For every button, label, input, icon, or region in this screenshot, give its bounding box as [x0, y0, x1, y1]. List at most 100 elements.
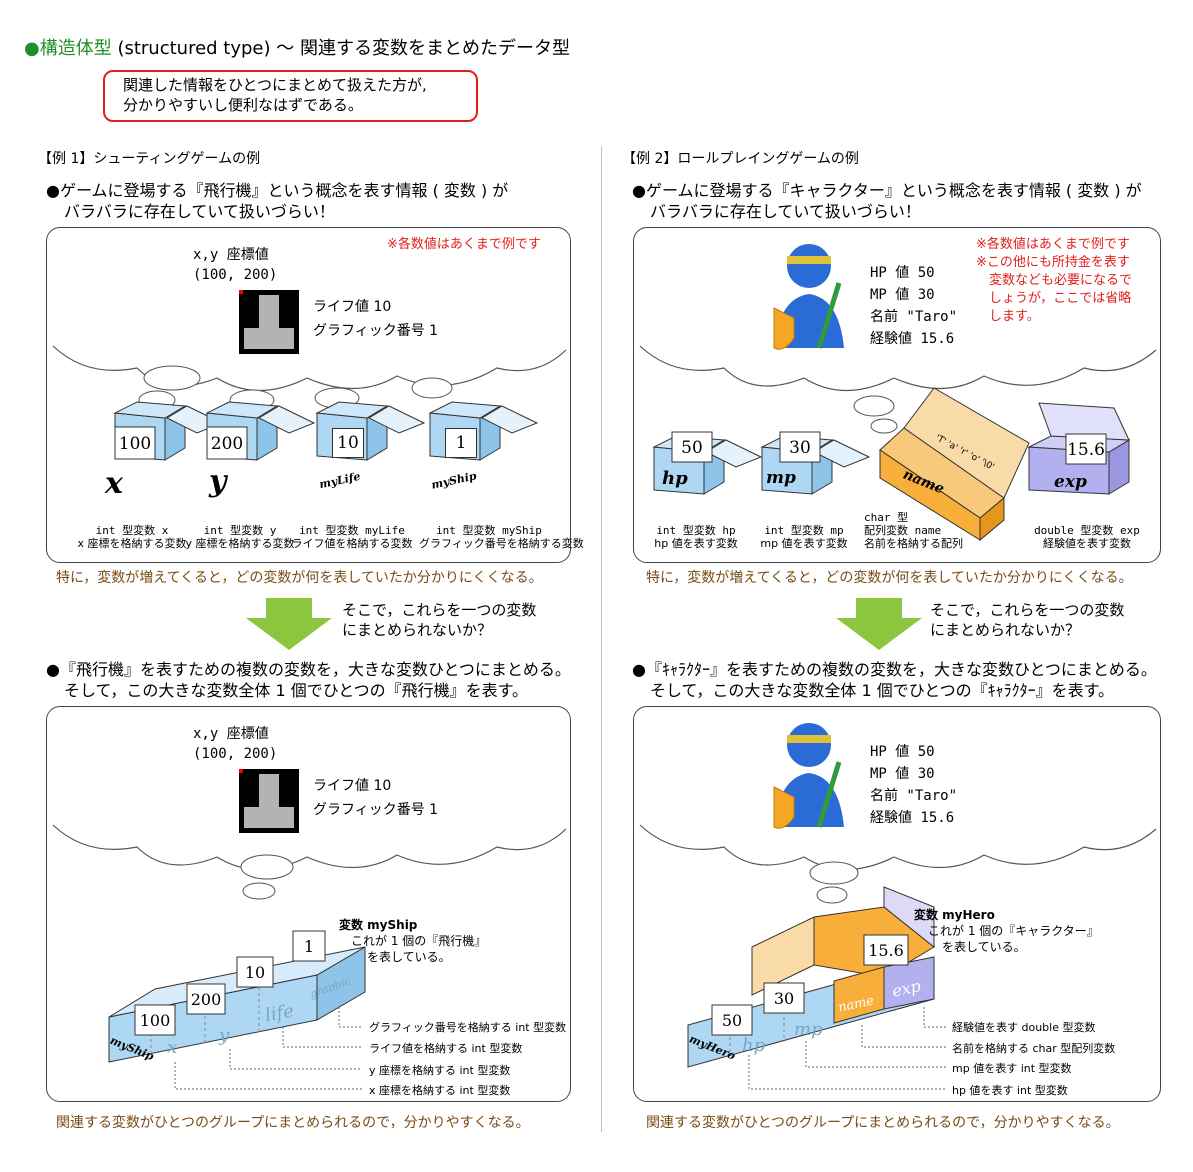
right-heading: 【例 2】ロールプレイングゲームの例	[622, 151, 859, 167]
right-leader-lines	[748, 1007, 946, 1090]
thought-puff	[240, 854, 294, 880]
field-hp-name: hp	[742, 1035, 766, 1056]
thought-puff	[853, 395, 895, 417]
right-problem-art	[639, 244, 1157, 542]
field-exp-value: 15.6	[868, 941, 904, 960]
left-bullet-1: ●ゲームに登場する『飛行機』という概念を表す情報 ( 変数 ) が バラバラに存…	[46, 180, 508, 222]
hero-figure-icon	[773, 244, 844, 350]
box-hp-name: hp	[662, 468, 688, 489]
sword-icon	[816, 282, 842, 349]
box-mp	[760, 431, 871, 495]
field-y-desc: y 座標を格納する int 型変数	[369, 1064, 511, 1077]
box-x-value: 100	[118, 434, 152, 454]
right-result-text: 関連する変数がひとつのグループにまとめられるので，分かりやすくなる。	[646, 1115, 1120, 1131]
left-bullet-1-line-2: バラバラに存在していて扱いづらい！	[64, 202, 335, 221]
field-life-value: 10	[244, 963, 266, 982]
shield-icon	[773, 786, 795, 829]
left-arrow-text: そこで，これらを一つの変数にまとめられないか？	[342, 601, 537, 639]
left-solution-art	[52, 769, 567, 1090]
callout-line-1: 関連した情報をひとつにまとめて扱えた方が,	[123, 76, 427, 94]
left-solution-panel: x,y 座標値 (100, 200) ライフ値 10 グラフィック番号 1 変数…	[46, 706, 571, 1102]
shield-icon	[773, 307, 795, 350]
name-label: 名前 "Taro"	[870, 309, 958, 325]
hp-label: HP 値 50	[870, 265, 935, 281]
left-graphic-label: グラフィック番号 1	[313, 323, 439, 339]
struct-myship-box	[108, 930, 366, 1063]
right-bullet-2: ●『ｷｬﾗｸﾀｰ』を表すための複数の変数を，大きな変数ひとつにまとめる。 そして…	[632, 659, 1157, 701]
title-rest: (structured type) 〜 関連する変数をまとめたデータ型	[111, 38, 570, 59]
left-life-label: ライフ値 10	[313, 299, 392, 315]
field-hp-value: 50	[721, 1011, 743, 1030]
right-down-arrow	[836, 598, 922, 650]
box-hp-value: 50	[681, 438, 703, 458]
right-bullet-2-line-2: そして，この大きな変数全体 1 個でひとつの『ｷｬﾗｸﾀｰ』を表す。	[650, 681, 1115, 700]
box-name	[879, 387, 1030, 542]
box-x	[113, 401, 224, 461]
left-bullet-2-line-1: ●『飛行機』を表すための複数の変数を，大きな変数ひとつにまとめる。	[46, 660, 571, 679]
title-keyword: 構造体型	[39, 38, 112, 59]
left-coord-value: (100, 200)	[193, 267, 278, 283]
right-solution-art	[639, 723, 1157, 1090]
field-x-name: x	[167, 1037, 178, 1058]
exp-label: 経験値 15.6	[870, 331, 955, 347]
box-y-value: 200	[210, 434, 244, 454]
right-bullet-1-line-2: バラバラに存在していて扱いづらい！	[650, 202, 921, 221]
exp-label-2: 経験値 15.6	[870, 810, 955, 826]
thought-bubble	[52, 824, 567, 871]
field-y-value: 200	[190, 990, 222, 1009]
callout-line-2: 分かりやすいし便利なはずである。	[123, 96, 363, 114]
box-mp-name: mp	[766, 468, 796, 488]
hp-label-2: HP 値 50	[870, 744, 935, 760]
field-hp-desc: hp 値を表す int 型変数	[952, 1084, 1068, 1097]
field-graphic-desc: グラフィック番号を格納する int 型変数	[369, 1021, 567, 1034]
left-problem-art	[52, 290, 567, 461]
left-bullet-1-line-1: ●ゲームに登場する『飛行機』という概念を表す情報 ( 変数 ) が	[46, 181, 509, 200]
ship-sprite	[239, 769, 299, 833]
field-mp-desc: mp 値を表す int 型変数	[952, 1062, 1072, 1075]
hero-figure-icon	[773, 723, 844, 829]
field-x-value: 100	[139, 1011, 171, 1030]
box-exp-value: 15.6	[1067, 440, 1105, 460]
right-problem-text: 特に，変数が増えてくると，どの変数が何を表していたか分かりにくくなる。	[646, 570, 1133, 586]
field-exp-desc: 経験値を表す double 型変数	[952, 1021, 1096, 1034]
field-x-desc: x 座標を格納する int 型変数	[369, 1084, 511, 1097]
right-arrow-text: そこで，これらを一つの変数にまとめられないか？	[930, 601, 1125, 639]
box-mylife-value: 10	[332, 428, 364, 458]
field-graphic-value: 1	[303, 937, 315, 956]
box-hp	[652, 431, 763, 495]
right-bullet-2-line-1: ●『ｷｬﾗｸﾀｰ』を表すための複数の変数を，大きな変数ひとつにまとめる。	[632, 660, 1157, 679]
left-problem-text: 特に，変数が増えてくると，どの変数が何を表していたか分かりにくくなる。	[56, 570, 543, 586]
field-life-desc: ライフ値を格納する int 型変数	[369, 1042, 523, 1055]
left-bullet-2-line-2: そして，この大きな変数全体 1 個でひとつの『飛行機』を表す。	[64, 681, 529, 700]
left-result-text: 関連する変数がひとつのグループにまとめられるので，分かりやすくなる。	[56, 1115, 530, 1131]
box-mp-value: 30	[789, 438, 811, 458]
left-down-arrow	[246, 598, 332, 650]
left-life-label-2: ライフ値 10	[313, 778, 392, 794]
struct-myhero-label: 変数 myHero これが 1 個の『キャラクター』 を表している。	[914, 908, 1099, 954]
ship-sprite	[239, 290, 299, 354]
thought-puff	[143, 365, 201, 391]
name-label-2: 名前 "Taro"	[870, 788, 958, 804]
left-problem-panel: ※各数値はあくまで例です x,y 座標値 (100, 200) ライフ値 10 …	[46, 227, 584, 563]
field-mp-value: 30	[773, 989, 795, 1008]
left-bullet-2: ●『飛行機』を表すための複数の変数を，大きな変数ひとつにまとめる。 そして，この…	[46, 659, 571, 701]
thought-bubble	[639, 824, 1157, 871]
left-heading: 【例 1】シューティングゲームの例	[38, 151, 261, 167]
box-x-name: x	[105, 466, 123, 501]
right-problem-panel: HP 値 50 MP 値 30 名前 "Taro" 経験値 15.6 ※各数値は…	[633, 227, 1161, 563]
right-notes: ※各数値はあくまで例です ※この他にも所持金を表す 変数なども必要になるで しょ…	[976, 237, 1133, 324]
thought-puff	[816, 886, 848, 904]
thought-bubble	[639, 345, 1157, 392]
field-name-desc: 名前を格納する char 型配列変数	[952, 1042, 1116, 1055]
box-exp	[1027, 402, 1131, 495]
left-coord-value-2: (100, 200)	[193, 746, 278, 762]
box-exp-name: exp	[1054, 472, 1087, 492]
sword-icon	[816, 761, 842, 828]
right-bullet-1-line-1: ●ゲームに登場する『キャラクター』という概念を表す情報 ( 変数 ) が	[632, 181, 1142, 200]
